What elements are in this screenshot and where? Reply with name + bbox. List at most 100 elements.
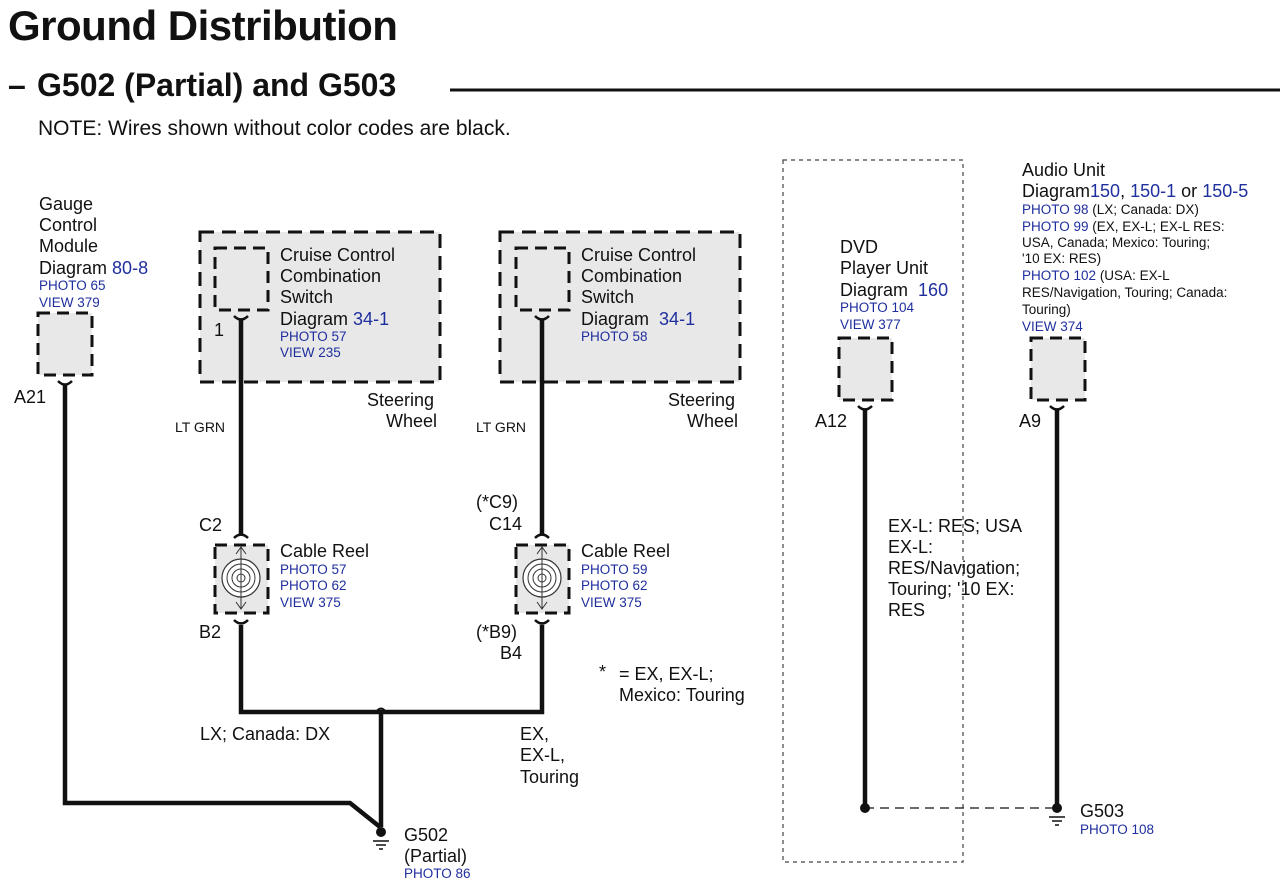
reel2-top-pin-alt: (*C9) xyxy=(476,492,519,512)
cruise2-name-2: Combination xyxy=(581,266,683,286)
reel1-view[interactable]: VIEW 375 xyxy=(280,595,341,610)
cruise2-location-1: Steering xyxy=(668,390,736,410)
subtitle-dash: – xyxy=(8,67,26,103)
reel1-name: Cable Reel xyxy=(280,541,370,561)
audio-photo102-note-3: Touring) xyxy=(1022,302,1071,317)
branch-left-label: LX; Canada: DX xyxy=(200,724,331,744)
cruise2-diagram: Diagram 34-1 xyxy=(581,309,696,329)
cruise1-pin: 1 xyxy=(214,320,225,340)
cruise1-location-1: Steering xyxy=(367,390,435,410)
cruise2-connector xyxy=(514,246,571,312)
dvd-option-4: Touring; '10 EX: xyxy=(888,579,1015,599)
g503-photo[interactable]: PHOTO 108 xyxy=(1080,822,1155,837)
audio-diagram-link-1[interactable]: 150 xyxy=(1090,181,1121,201)
cruise1-diagram: Diagram 34-1 xyxy=(280,309,390,329)
g502-name: G502 xyxy=(404,825,449,845)
audio-diagram-link-3[interactable]: 150-5 xyxy=(1202,181,1249,201)
audio-photo102[interactable]: PHOTO 102 xyxy=(1022,268,1097,283)
cruise1-location-2: Wheel xyxy=(386,411,438,431)
gauge-view[interactable]: VIEW 379 xyxy=(39,295,100,310)
audio-photo102-note-2: RES/Navigation, Touring; Canada: xyxy=(1022,285,1228,300)
audio-connector xyxy=(1029,336,1087,402)
g502-ground-symbol xyxy=(373,840,389,850)
cruise1-name-1: Cruise Control xyxy=(280,245,396,265)
gauge-pin: A21 xyxy=(14,387,47,407)
footnote-star: * xyxy=(599,662,607,682)
dvd-pin: A12 xyxy=(815,411,848,431)
gauge-connector xyxy=(36,311,94,377)
cruise2-diagram-link[interactable]: 34-1 xyxy=(659,309,696,329)
reel2-bottom-pin: B4 xyxy=(500,643,523,663)
branch-right-1: EX, xyxy=(520,724,550,744)
branch-right-2: EX-L, xyxy=(520,745,566,765)
cruise1-photo[interactable]: PHOTO 57 xyxy=(280,329,347,344)
reel1-photo-2[interactable]: PHOTO 62 xyxy=(280,578,347,593)
note-text: NOTE: Wires shown without color codes ar… xyxy=(38,117,511,140)
dvd-option-3: RES/Navigation; xyxy=(888,558,1021,578)
audio-photo102-row: PHOTO 102 (USA: EX-L xyxy=(1022,268,1170,283)
dvd-view[interactable]: VIEW 377 xyxy=(840,317,901,332)
audio-view[interactable]: VIEW 374 xyxy=(1022,319,1083,334)
cruise2-name-3: Switch xyxy=(581,287,635,307)
cruise1-name-2: Combination xyxy=(280,266,382,286)
gauge-diagram-link[interactable]: 80-8 xyxy=(112,258,149,278)
audio-photo99-note-2: USA, Canada; Mexico: Touring; xyxy=(1022,235,1211,250)
dvd-option-region xyxy=(782,159,964,863)
footnote-line-2: Mexico: Touring xyxy=(619,685,745,705)
cruise1-view[interactable]: VIEW 235 xyxy=(280,345,341,360)
footnote-line-1: = EX, EX-L; xyxy=(619,664,714,684)
cruise1-diagram-link[interactable]: 34-1 xyxy=(353,309,390,329)
reel1-bottom-pin: B2 xyxy=(199,622,222,642)
branch-right-3: Touring xyxy=(520,767,580,787)
reel2-photo-2[interactable]: PHOTO 62 xyxy=(581,578,648,593)
dvd-option-5: RES xyxy=(888,600,926,620)
audio-photo99-row: PHOTO 99 (EX, EX-L; EX-L RES: xyxy=(1022,219,1225,234)
reel2-bottom-pin-alt: (*B9) xyxy=(476,622,518,642)
cable-reel-2 xyxy=(514,543,571,615)
dvd-name-2: Player Unit xyxy=(840,258,929,278)
reel1-top-pin: C2 xyxy=(199,515,223,535)
dvd-name-1: DVD xyxy=(840,237,879,257)
cruise2-name-1: Cruise Control xyxy=(581,245,697,265)
reel2-top-pin: C14 xyxy=(489,514,523,534)
wire-reel-bus xyxy=(238,625,545,715)
cable-reel-1 xyxy=(213,543,270,615)
gauge-name-1: Gauge xyxy=(39,194,94,214)
audio-pin: A9 xyxy=(1019,411,1042,431)
dvd-diagram-link[interactable]: 160 xyxy=(918,280,949,300)
dvd-connector xyxy=(837,336,894,402)
audio-name: Audio Unit xyxy=(1022,160,1106,180)
cruise2-photo[interactable]: PHOTO 58 xyxy=(581,329,648,344)
audio-photo98-row: PHOTO 98 (LX; Canada: DX) xyxy=(1022,202,1199,217)
audio-photo98[interactable]: PHOTO 98 xyxy=(1022,202,1089,217)
gauge-photo[interactable]: PHOTO 65 xyxy=(39,278,106,293)
dvd-option-2: EX-L: xyxy=(888,537,934,557)
cruise2-location-2: Wheel xyxy=(687,411,739,431)
dvd-diagram: Diagram 160 xyxy=(840,280,949,300)
reel2-view[interactable]: VIEW 375 xyxy=(581,595,642,610)
cruise2-wire-color: LT GRN xyxy=(476,419,527,435)
g503-name: G503 xyxy=(1080,801,1125,821)
page-title: Ground Distribution xyxy=(8,2,398,49)
cruise1-connector xyxy=(213,246,270,312)
audio-photo99-note-3: '10 EX: RES) xyxy=(1022,251,1102,266)
gauge-name-3: Module xyxy=(39,236,99,256)
cruise1-name-3: Switch xyxy=(280,287,334,307)
g502-photo[interactable]: PHOTO 86 xyxy=(404,866,471,881)
audio-photo99[interactable]: PHOTO 99 xyxy=(1022,219,1089,234)
g502-qualifier: (Partial) xyxy=(404,846,468,866)
gauge-name-2: Control xyxy=(39,215,98,235)
page-subtitle: G502 (Partial) and G503 xyxy=(37,67,397,103)
cruise1-wire-color: LT GRN xyxy=(175,419,226,435)
audio-diagram-link-2[interactable]: 150-1 xyxy=(1130,181,1177,201)
dvd-photo[interactable]: PHOTO 104 xyxy=(840,300,915,315)
reel1-photo-1[interactable]: PHOTO 57 xyxy=(280,562,347,577)
reel2-photo-1[interactable]: PHOTO 59 xyxy=(581,562,648,577)
gauge-diagram: Diagram 80-8 xyxy=(39,258,149,278)
wire-gauge xyxy=(62,384,382,829)
dvd-option-1: EX-L: RES; USA xyxy=(888,516,1023,536)
audio-diagram: Diagram150, 150-1 or 150-5 xyxy=(1022,181,1249,201)
reel2-name: Cable Reel xyxy=(581,541,671,561)
g503-ground-symbol xyxy=(1049,816,1065,826)
